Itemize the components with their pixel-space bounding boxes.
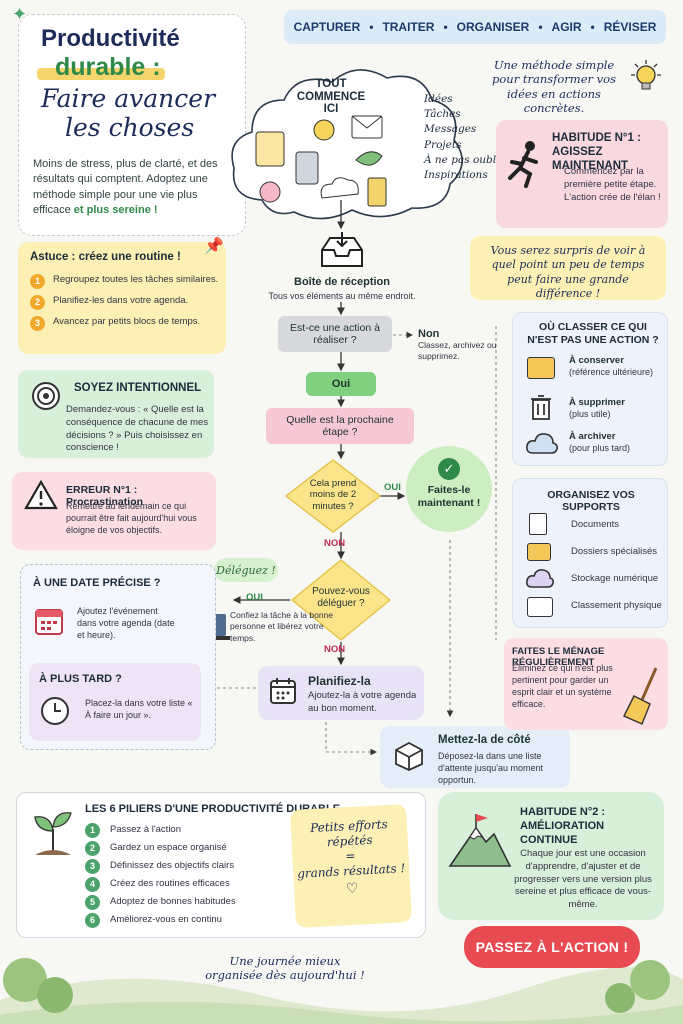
- supports-card: ORGANISEZ VOS SUPPORTS Documents Dossier…: [512, 478, 668, 628]
- oui-label: OUI: [384, 482, 401, 493]
- check-icon: ✓: [438, 458, 460, 480]
- folder-icon: [527, 357, 555, 379]
- non-label-1: NON: [324, 538, 346, 549]
- step-agir: AGIR: [551, 20, 582, 34]
- lightbulb-icon: [631, 60, 661, 90]
- q1-box: Est-ce une action à réaliser ?: [278, 316, 392, 352]
- error1-card: ERREUR N°1 : Procrastination Remettre au…: [12, 472, 216, 550]
- intentional-card: SOYEZ INTENTIONNEL Demandez-vous : « Que…: [18, 370, 214, 458]
- aside-card: Mettez-la de côté Déposez-la dans une li…: [380, 726, 570, 788]
- pin-icon: 📌: [204, 238, 224, 255]
- scheduling-frame: À UNE DATE PRÉCISE ? Ajoutez l'événement…: [20, 564, 216, 750]
- label-projets: Projets: [424, 138, 462, 151]
- clock-icon: [41, 697, 69, 725]
- inbox-title: Boîte de réception: [294, 276, 390, 288]
- cleanup-card: FAITES LE MÉNAGE RÉGULIÈREMENT Éliminez …: [504, 638, 668, 730]
- calendar-icon: [270, 678, 296, 704]
- q3-text: Cela prend moins de 2 minutes ?: [309, 478, 357, 512]
- page-title: Productivité durable : Faire avancer les…: [37, 25, 241, 142]
- surprise-note: Vous serez surpris de voir à quel point …: [470, 236, 666, 300]
- inbox-sub: Tous vos éléments au même endroit.: [268, 291, 416, 301]
- hills-decoration: [0, 958, 683, 1024]
- label-taches: Tâches: [424, 108, 461, 121]
- inbox-icon: [321, 232, 363, 267]
- calendar-date-icon: [35, 609, 63, 635]
- plan-card: Planifiez-la Ajoutez-la à votre agenda a…: [258, 666, 424, 720]
- runner-icon: [508, 141, 538, 188]
- warning-icon: [24, 480, 58, 510]
- cloud-archive-icon: [526, 433, 558, 454]
- title-card: Productivité durable : Faire avancer les…: [18, 14, 246, 236]
- q4-diamond: [290, 559, 392, 641]
- delegate-bubble: Déléguez !: [214, 558, 278, 582]
- delegate-text: Confiez la tâche à la bonne personne et …: [230, 610, 334, 643]
- label-inspirations: Inspirations: [424, 169, 488, 182]
- footer-note: Une journée mieux organisée dès aujourd'…: [205, 954, 365, 983]
- step-organiser: ORGANISER: [456, 20, 530, 34]
- oui-label-2: OUI: [246, 592, 263, 603]
- label-messages: Messages: [424, 123, 477, 136]
- step-capturer: CAPTURER: [293, 20, 361, 34]
- cloud-storage-icon: [526, 569, 554, 588]
- non-label-2: NON: [324, 644, 346, 655]
- habit2-card: HABITUDE N°2 :AMÉLIORATION CONTINUE Chaq…: [438, 792, 664, 920]
- cta-button[interactable]: PASSEZ À L'ACTION !: [464, 926, 640, 968]
- no-branch: Non Classez, archivez ou supprimez.: [418, 328, 497, 362]
- broom-icon: [623, 667, 658, 725]
- idea-cloud: [231, 69, 463, 220]
- method-note: Une méthode simple pour transformer vos …: [492, 58, 616, 116]
- mountain-flag-icon: [448, 814, 512, 867]
- intro-text: Moins de stress, plus de clarté, et des …: [33, 158, 218, 217]
- steps-bar: CAPTURER • TRAITER • ORGANISER • AGIR • …: [284, 10, 666, 44]
- document-icon: [529, 513, 547, 535]
- sprout-icon: [34, 812, 72, 855]
- q3-diamond: [284, 459, 382, 533]
- do-now-circle: ✓ Faites-le maintenant !: [406, 446, 492, 532]
- step-reviser: RÉVISER: [603, 20, 657, 34]
- heart-icon: ♡: [345, 880, 359, 898]
- q4-text: Pouvez-vous déléguer ?: [312, 586, 370, 609]
- step-traiter: TRAITER: [382, 20, 435, 34]
- trash-icon: [531, 395, 551, 420]
- filing-box-icon: [527, 597, 553, 617]
- habit1-card: HABITUDE N°1 :AGISSEZ MAINTENANT Commenc…: [496, 120, 668, 228]
- label-ne-pas-oublier: À ne pas oublier: [424, 153, 511, 166]
- folder-special-icon: [527, 543, 551, 561]
- label-idees: Idées: [424, 93, 453, 105]
- pillars-card: LES 6 PILIERS D'UNE PRODUCTIVITÉ DURABLE…: [16, 792, 426, 938]
- target-icon: [32, 382, 60, 410]
- box-icon: [395, 741, 423, 771]
- cloud-labels: Idées Tâches Messages Projets À ne pas o…: [424, 92, 511, 183]
- later-box: À PLUS TARD ? Placez-la dans votre liste…: [29, 663, 201, 741]
- q2-box: Quelle est la prochaine étape ?: [266, 408, 414, 444]
- sparkle-icon: ✦: [12, 4, 28, 24]
- oui-pill: Oui: [306, 372, 376, 396]
